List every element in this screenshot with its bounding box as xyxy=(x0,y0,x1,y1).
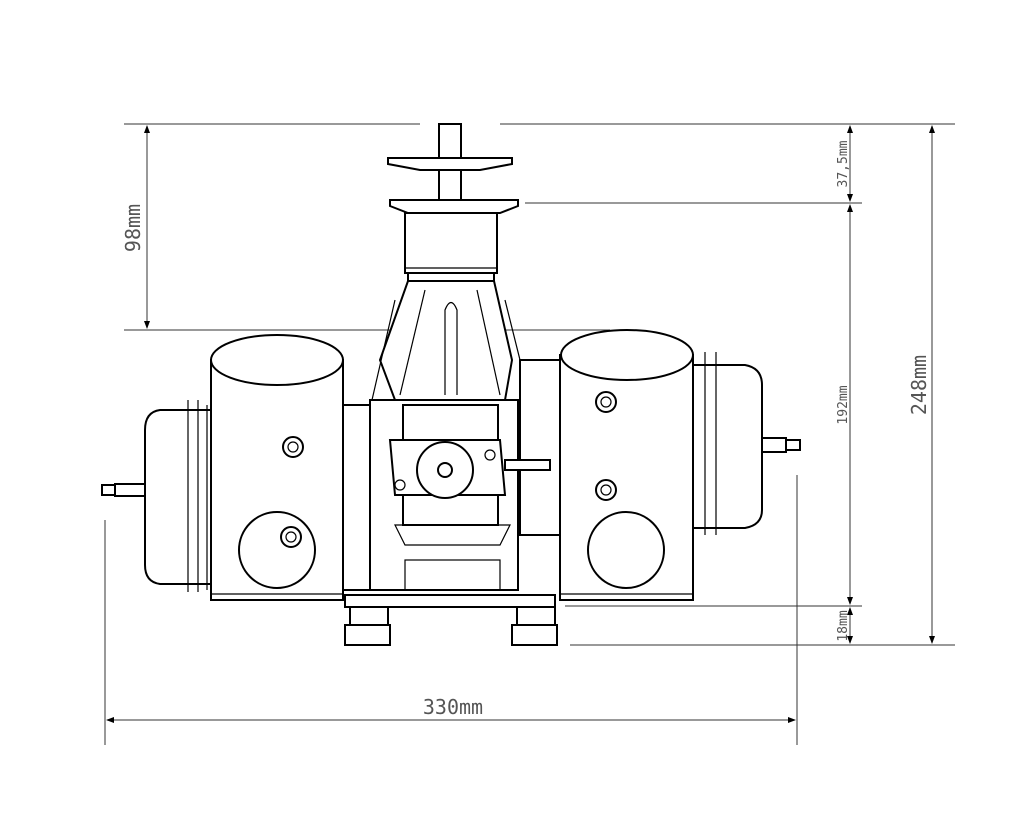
right-pulley-cover xyxy=(692,352,801,535)
mounting-base xyxy=(344,594,558,646)
extension-lines xyxy=(104,123,955,745)
dim-37-5mm: 37,5mm xyxy=(836,140,851,187)
right-cylinder xyxy=(519,329,694,601)
dim-192mm: 192mm xyxy=(836,385,851,424)
dim-330mm: 330mm xyxy=(423,695,483,719)
dim-18mm: 18mm xyxy=(836,610,851,641)
dimension-lines xyxy=(106,125,935,723)
dim-98mm: 98mm xyxy=(121,204,145,252)
propeller-shaft xyxy=(371,123,521,401)
left-pulley-cover xyxy=(101,400,212,592)
left-cylinder xyxy=(210,334,371,601)
dim-248mm: 248mm xyxy=(907,355,931,415)
carburetor xyxy=(369,399,551,591)
